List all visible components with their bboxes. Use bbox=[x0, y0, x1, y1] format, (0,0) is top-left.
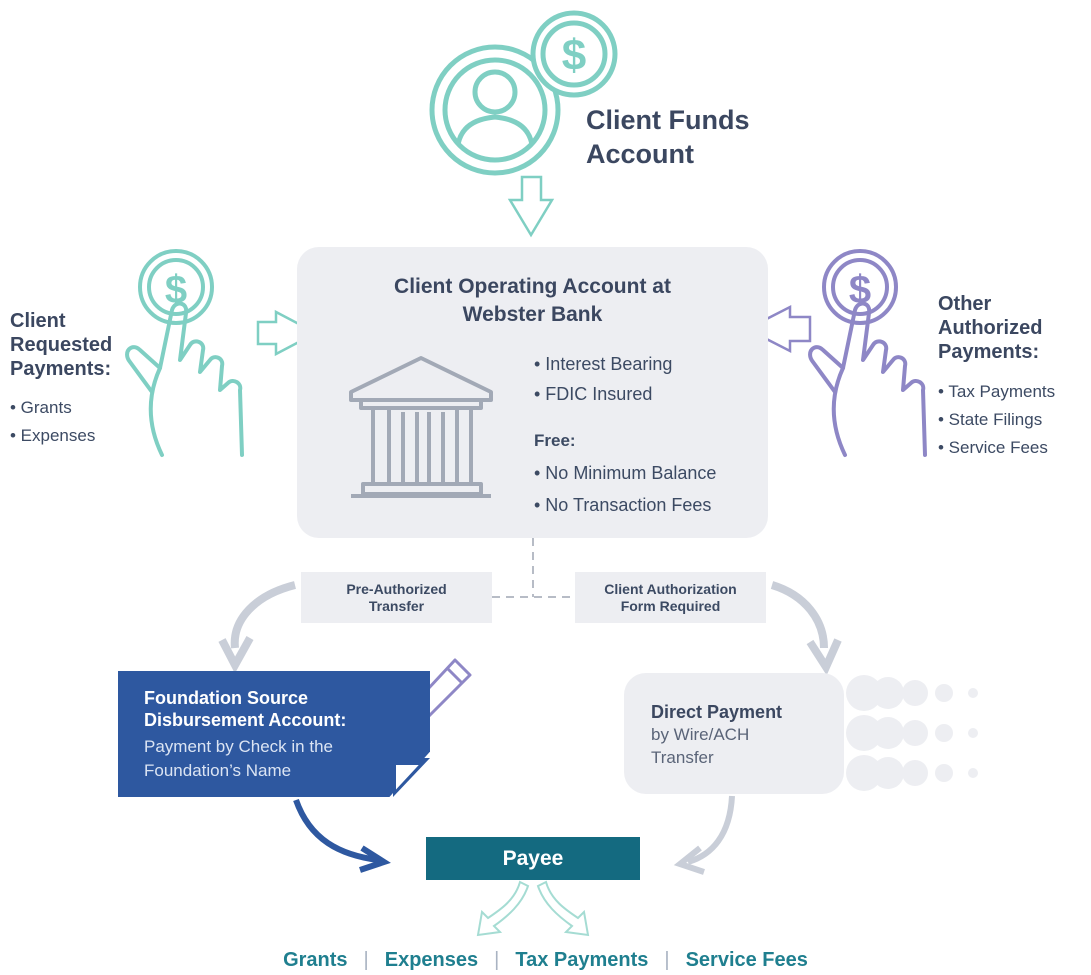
other-authorized-heading-line3: Payments: bbox=[938, 341, 1040, 363]
curved-arrow-left bbox=[218, 581, 297, 674]
operating-account-box: Client Operating Account at Webster Bank… bbox=[297, 247, 768, 538]
left-block-arrow bbox=[256, 309, 319, 357]
svg-text:$: $ bbox=[165, 268, 187, 312]
other-authorized-heading: Other Authorized Payments: bbox=[938, 292, 1042, 364]
feature-fdic-insured: • FDIC Insured bbox=[534, 384, 653, 404]
operating-account-title-line1: Client Operating Account at bbox=[394, 275, 671, 298]
footer-item-expenses: Expenses bbox=[384, 949, 479, 971]
funds-down-arrow bbox=[507, 175, 555, 238]
client-requested-heading: Client Requested Payments: bbox=[10, 309, 112, 381]
payee-box: Payee bbox=[426, 837, 640, 880]
disbursement-title-line1: Foundation Source bbox=[144, 688, 308, 708]
client-funds-title-line1: Client Funds bbox=[586, 105, 750, 135]
dots-trail bbox=[846, 675, 978, 791]
disbursement-subtitle: Payment by Check in the Foundation’s Nam… bbox=[144, 735, 333, 783]
pre-authorized-line1: Pre-Authorized bbox=[346, 580, 447, 597]
direct-payment-title: Direct Payment bbox=[651, 702, 783, 722]
left-hand-dollar-icon: $ bbox=[125, 249, 244, 457]
svg-text:$: $ bbox=[562, 31, 586, 80]
right-hand-dollar-icon: $ bbox=[808, 249, 927, 457]
free-item-no-fees: • No Transaction Fees bbox=[534, 495, 712, 515]
client-requested-item-expenses: • Expenses bbox=[10, 426, 96, 445]
client-auth-line2: Form Required bbox=[620, 597, 721, 614]
direct-payment-subtitle: by Wire/ACH Transfer bbox=[651, 723, 749, 769]
disbursement-title: Foundation Source Disbursement Account: bbox=[144, 687, 346, 731]
client-requested-item-grants: • Grants bbox=[10, 398, 72, 417]
payee-split-arrows bbox=[476, 880, 590, 937]
client-authorization-tag: Client Authorization Form Required bbox=[575, 572, 766, 623]
footer-item-tax-payments: Tax Payments bbox=[515, 949, 649, 971]
operating-account-title-line2: Webster Bank bbox=[462, 303, 603, 326]
disbursement-sub-line1: Payment by Check in the bbox=[144, 737, 333, 756]
client-requested-heading-line2: Requested bbox=[10, 334, 113, 356]
footer-separator: | bbox=[363, 949, 369, 971]
right-block-arrow bbox=[744, 304, 812, 354]
pre-authorized-transfer-tag: Pre-Authorized Transfer bbox=[301, 572, 492, 623]
feature-interest-bearing: • Interest Bearing bbox=[534, 354, 673, 374]
svg-text:$: $ bbox=[849, 268, 871, 312]
dashed-connector bbox=[492, 538, 575, 598]
client-funds-title-line2: Account bbox=[586, 139, 694, 169]
footer-item-grants: Grants bbox=[283, 949, 348, 971]
curved-arrow-right bbox=[770, 581, 842, 676]
client-requested-list: • Grants • Expenses bbox=[10, 394, 95, 450]
other-authorized-heading-line1: Other bbox=[938, 293, 992, 315]
client-funds-title: Client Funds Account bbox=[586, 103, 750, 171]
direct-payment-sub-line1: by Wire/ACH bbox=[651, 725, 750, 744]
free-items-list: • No Minimum Balance • No Transaction Fe… bbox=[534, 457, 716, 521]
free-label: Free: bbox=[534, 431, 576, 450]
client-requested-heading-line1: Client bbox=[10, 310, 66, 332]
disbursement-sub-line2: Foundation’s Name bbox=[144, 761, 292, 780]
pre-authorized-line2: Transfer bbox=[368, 597, 425, 614]
client-auth-line1: Client Authorization bbox=[604, 580, 737, 597]
footer-separator: | bbox=[494, 949, 500, 971]
navy-arrow-to-payee bbox=[293, 798, 391, 873]
page-fold-corner bbox=[393, 758, 430, 797]
free-item-no-minimum: • No Minimum Balance bbox=[534, 463, 717, 483]
bank-building-icon bbox=[349, 356, 493, 498]
disbursement-account-box: Foundation Source Disbursement Account: … bbox=[118, 671, 430, 797]
disbursement-title-line2: Disbursement Account: bbox=[144, 710, 347, 730]
payment-categories-footer: Grants | Expenses | Tax Payments | Service Fee… bbox=[0, 949, 1091, 972]
other-authorized-list: • Tax Payments • State Filings • Service… bbox=[938, 378, 1055, 462]
other-authorized-item-filings: • State Filings bbox=[938, 410, 1043, 429]
footer-separator: | bbox=[664, 949, 670, 971]
direct-payment-box: Direct Payment by Wire/ACH Transfer bbox=[624, 673, 844, 794]
client-funds-icon: $ bbox=[429, 10, 618, 176]
direct-payment-sub-line2: Transfer bbox=[651, 748, 714, 767]
other-authorized-item-tax: • Tax Payments bbox=[938, 382, 1056, 401]
other-authorized-item-fees: • Service Fees bbox=[938, 438, 1048, 457]
operating-features-list: • Interest Bearing • FDIC Insured bbox=[534, 349, 672, 409]
operating-account-title: Client Operating Account at Webster Bank bbox=[297, 273, 768, 329]
client-requested-heading-line3: Payments: bbox=[10, 358, 112, 380]
other-authorized-heading-line2: Authorized bbox=[938, 317, 1043, 339]
footer-item-service-fees: Service Fees bbox=[685, 949, 808, 971]
gray-arrow-to-payee bbox=[673, 795, 735, 875]
